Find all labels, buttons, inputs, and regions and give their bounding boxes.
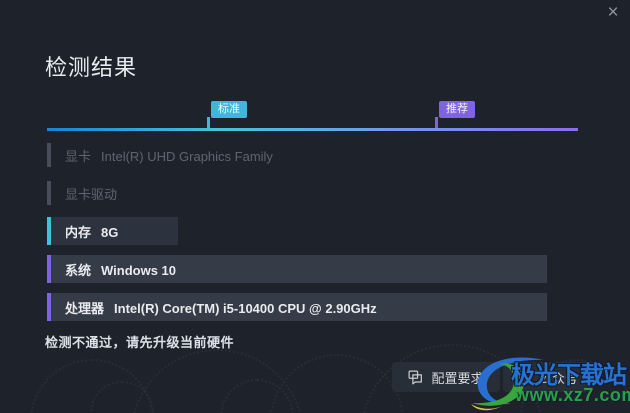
person-icon (518, 371, 531, 384)
standard-badge: 标准 (211, 101, 247, 118)
row-status-bar (47, 181, 51, 205)
row-value: Windows 10 (101, 262, 177, 278)
chat-bubbles-icon (408, 370, 423, 385)
row-label: 系统 (65, 262, 92, 278)
row-label: 内存 (65, 224, 92, 240)
row-label: 显卡驱动 (65, 186, 118, 202)
row-value: 8G (101, 224, 119, 240)
official-account-button[interactable]: 公众号 (503, 362, 593, 392)
row-label: 处理器 (65, 300, 105, 316)
config-requirements-label: 配置要求 (431, 370, 484, 386)
row-status-bar (47, 143, 51, 167)
row-label: 显卡 (65, 148, 92, 164)
close-icon[interactable]: × (607, 2, 619, 23)
row-system: 系统 Windows 10 (47, 255, 547, 283)
row-status-bar (47, 255, 51, 283)
result-message: 检测不通过，请先升级当前硬件 (45, 335, 235, 350)
row-value: Intel(R) Core(TM) i5-10400 CPU @ 2.90GHz (114, 300, 377, 316)
row-graphics-driver: 显卡驱动 (47, 181, 127, 205)
config-requirements-button[interactable]: 配置要求 (392, 362, 500, 392)
official-account-label: 公众号 (538, 370, 578, 386)
standard-tick (207, 117, 210, 129)
row-graphics-card: 显卡 Intel(R) UHD Graphics Family (47, 143, 273, 167)
row-status-bar (47, 293, 51, 321)
recommended-badge: 推荐 (439, 101, 475, 118)
meter-gradient-line (47, 128, 578, 131)
page-title: 检测结果 (45, 55, 138, 80)
row-value: Intel(R) UHD Graphics Family (101, 148, 273, 164)
row-status-bar (47, 217, 51, 245)
recommended-tick (435, 117, 438, 129)
row-memory: 内存 8G (47, 217, 178, 245)
row-processor: 处理器 Intel(R) Core(TM) i5-10400 CPU @ 2.90… (47, 293, 547, 321)
